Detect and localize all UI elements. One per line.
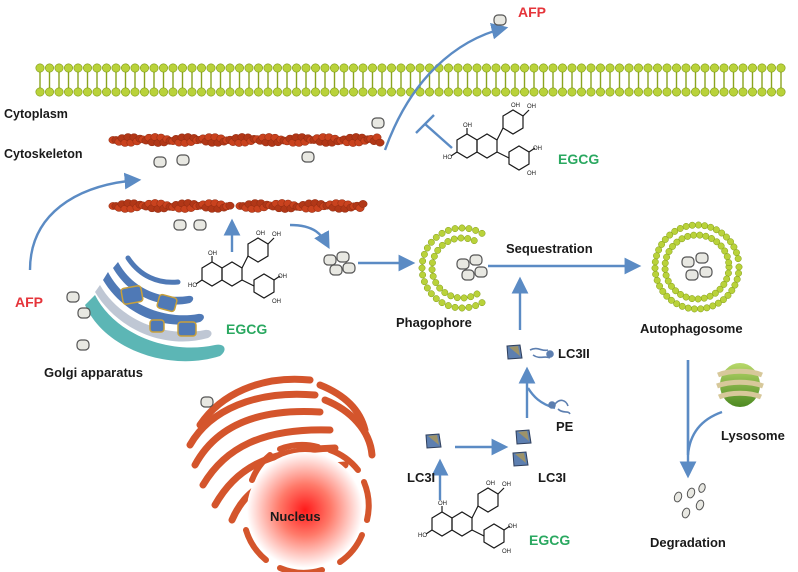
autophagosome	[651, 221, 743, 313]
plasma-membrane	[35, 63, 786, 97]
label-lysosome: Lysosome	[721, 428, 785, 443]
label-egcg-left: EGCG	[226, 321, 267, 337]
inhibition-bar	[415, 114, 453, 149]
label-golgi: Golgi apparatus	[44, 365, 143, 380]
phagophore-cargo	[456, 254, 488, 281]
phagophore	[418, 224, 486, 312]
autophagosome-cargo	[681, 252, 713, 281]
label-lc3i-left: LC3I	[407, 470, 435, 485]
flow-arrows	[28, 22, 723, 500]
label-cytoskeleton: Cytoskeleton	[4, 147, 83, 161]
label-phagophore: Phagophore	[396, 315, 472, 330]
label-cytoplasm: Cytoplasm	[4, 107, 68, 121]
cytoskeleton-filaments	[108, 133, 385, 213]
degradation-fragments	[673, 483, 706, 519]
label-degradation: Degradation	[650, 535, 726, 550]
label-nucleus: Nucleus	[270, 509, 321, 524]
golgi-apparatus	[66, 255, 225, 362]
nuclear-envelope	[243, 442, 372, 572]
label-autophagosome: Autophagosome	[640, 321, 743, 336]
pe-lipid	[529, 347, 571, 415]
label-egcg-top: EGCG	[558, 151, 599, 167]
arrow-cytoskeleton-to-afp-secretion	[383, 22, 509, 151]
arrow-afp-to-cytoskeleton	[28, 172, 142, 271]
arrow-cytoskeleton-to-cluster	[289, 223, 330, 249]
egcg-molecule-bottom	[417, 480, 518, 556]
lysosome	[716, 363, 764, 407]
label-afp-left: AFP	[15, 294, 43, 310]
label-lc3ii: LC3II	[558, 346, 590, 361]
label-pe: PE	[556, 419, 574, 434]
egcg-molecule-left	[187, 230, 288, 306]
egcg-molecule-top	[442, 102, 543, 178]
label-egcg-bottom: EGCG	[529, 532, 570, 548]
label-afp-top: AFP	[518, 4, 546, 20]
arrow-autophagosome-to-degradation	[686, 360, 723, 456]
nucleus	[247, 452, 363, 568]
label-lc3i-right: LC3I	[538, 470, 566, 485]
label-sequestration: Sequestration	[506, 241, 593, 256]
